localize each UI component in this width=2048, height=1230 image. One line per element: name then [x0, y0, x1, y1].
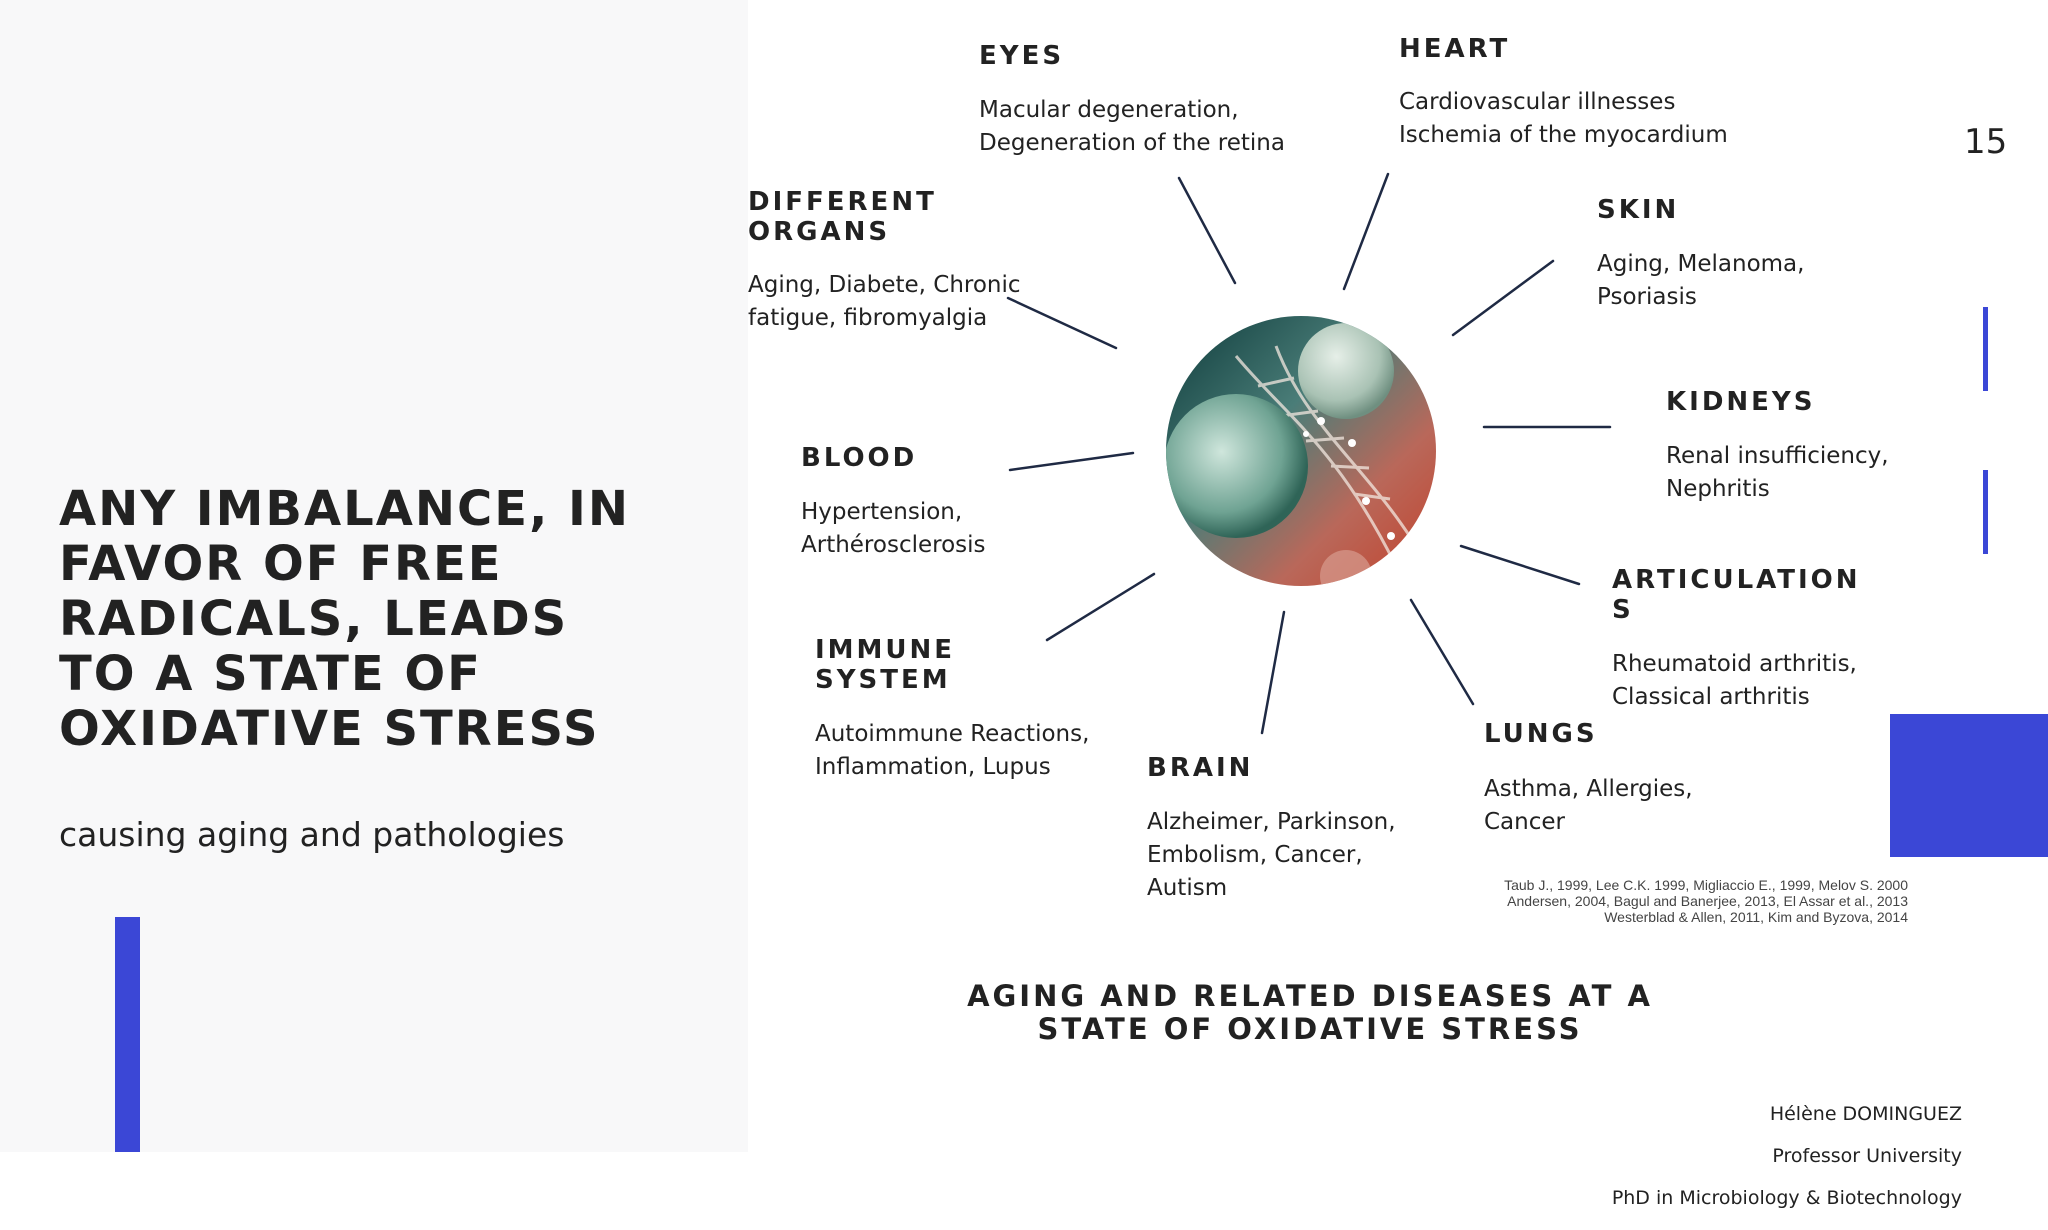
references: Taub J., 1999, Lee C.K. 1999, Migliaccio… [1504, 877, 1908, 925]
author-role: Professor University [1772, 1145, 1962, 1167]
connector-eyes [1177, 176, 1237, 285]
node-text-different-organs: Aging, Diabete, Chronic fatigue, fibromy… [748, 272, 1021, 331]
node-text-eyes: Macular degeneration, Degeneration of th… [979, 97, 1285, 156]
connector-articulations [1459, 544, 1581, 586]
node-text-kidneys: Renal insufficiency, Nephritis [1666, 443, 1889, 502]
accent-square [1890, 714, 2048, 857]
node-heading-brain: BRAIN [1147, 753, 1254, 783]
node-heading-blood: BLOOD [801, 443, 918, 473]
node-heading-kidneys: KIDNEYS [1666, 387, 1816, 417]
diagram-title: AGING AND RELATED DISEASES AT A STATE OF… [967, 979, 1653, 1046]
connector-heart [1342, 172, 1390, 291]
node-text-brain: Alzheimer, Parkinson, Embolism, Cancer, … [1147, 809, 1396, 901]
slide-subtitle: causing aging and pathologies [59, 815, 565, 854]
central-cells-dna-image [1166, 316, 1436, 586]
connector-brain [1260, 610, 1286, 735]
node-heading-skin: SKIN [1597, 195, 1680, 225]
connector-lines [1006, 172, 1612, 735]
node-heading-eyes: EYES [979, 41, 1065, 71]
node-heading-immune-system: IMMUNE SYSTEM [815, 635, 956, 695]
node-text-lungs: Asthma, Allergies, Cancer [1484, 776, 1693, 835]
left-accent-bar [115, 917, 140, 1152]
slide-title: ANY IMBALANCE, IN FAVOR OF FREE RADICALS… [59, 481, 631, 757]
connector-different-organs [1006, 296, 1118, 350]
node-text-immune-system: Autoimmune Reactions, Inflammation, Lupu… [815, 721, 1090, 780]
node-text-articulations: Rheumatoid arthritis, Classical arthriti… [1612, 651, 1857, 710]
connector-skin [1451, 259, 1555, 337]
node-heading-different-organs: DIFFERENT ORGANS [748, 187, 937, 247]
right-accent-bar-top [1983, 307, 1988, 391]
node-text-blood: Hypertension, Arthérosclerosis [801, 499, 986, 558]
node-heading-articulations: ARTICULATION S [1612, 565, 1861, 625]
author-degree: PhD in Microbiology & Biotechnology [1611, 1187, 1962, 1209]
connector-lungs [1409, 598, 1475, 706]
right-accent-bar-bottom [1983, 470, 1988, 554]
connector-immune-system [1045, 572, 1156, 642]
author-block: Hélène DOMINGUEZ Professor University Ph… [1442, 1083, 1962, 1230]
node-text-heart: Cardiovascular illnesses Ischemia of the… [1399, 89, 1728, 148]
connector-blood [1008, 451, 1135, 472]
node-heading-heart: HEART [1399, 34, 1511, 64]
node-text-skin: Aging, Melanoma, Psoriasis [1597, 251, 1805, 310]
author-name: Hélène DOMINGUEZ [1769, 1103, 1962, 1125]
page-number: 15 [1964, 122, 2008, 162]
node-heading-lungs: LUNGS [1484, 719, 1598, 749]
